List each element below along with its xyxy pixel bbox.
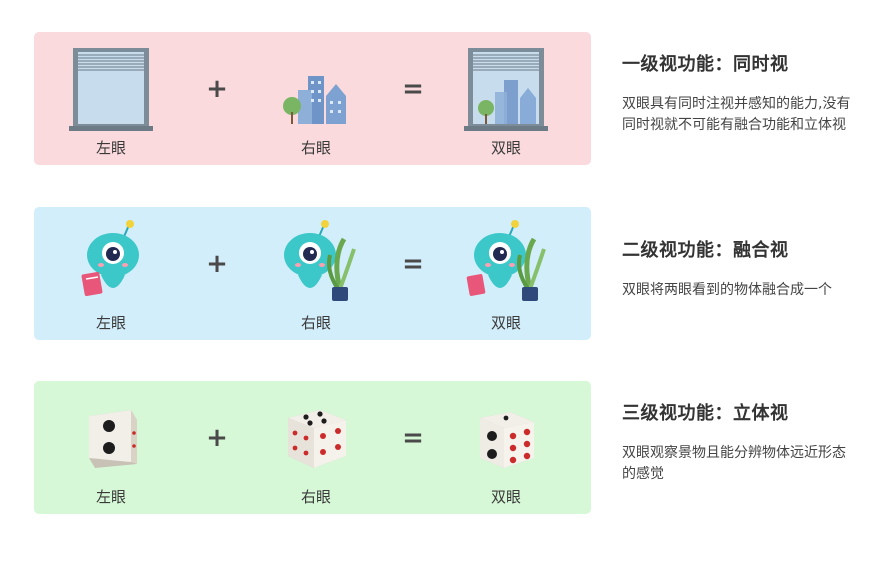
- left-eye-label: 左眼: [95, 488, 126, 506]
- level3-left-eye: 左眼: [66, 381, 156, 514]
- mascot-with-book-icon: [66, 219, 156, 309]
- level1-both-eyes: 双眼: [461, 32, 551, 165]
- level3-title: 三级视功能：立体视: [622, 403, 789, 424]
- both-eyes-label: 双眼: [490, 488, 521, 506]
- both-eyes-label: 双眼: [490, 314, 521, 332]
- level1-right-eye: 右眼: [271, 32, 361, 165]
- level1-description: 一级视功能：同时视 双眼具有同时注视并感知的能力,没有同时视就不可能有融合功能和…: [622, 50, 852, 136]
- level2-description: 二级视功能：融合视 双眼将两眼看到的物体融合成一个: [622, 236, 852, 301]
- equals-sign: =: [402, 249, 424, 279]
- dice-icon: [66, 393, 156, 483]
- level1-panel: 左眼 + 右眼 =: [34, 32, 591, 165]
- right-eye-label: 右眼: [300, 314, 331, 332]
- plus-sign: +: [206, 423, 228, 453]
- level3-text: 双眼观察景物且能分辨物体远近形态的感觉: [622, 445, 846, 482]
- plus-sign: +: [206, 249, 228, 279]
- mascot-with-plant-icon: [271, 219, 361, 309]
- mascot-with-book-and-plant-icon: [461, 219, 551, 309]
- level3-description: 三级视功能：立体视 双眼观察景物且能分辨物体远近形态的感觉: [622, 399, 852, 485]
- level1-left-eye: 左眼: [66, 32, 156, 165]
- left-eye-label: 左眼: [95, 314, 126, 332]
- dice-icon: [271, 393, 361, 483]
- window-icon: [66, 44, 156, 134]
- level2-panel: 左眼 + 右眼 =: [34, 207, 591, 340]
- level2-right-eye: 右眼: [271, 207, 361, 340]
- dice-3d-icon: [461, 393, 551, 483]
- both-eyes-label: 双眼: [490, 139, 521, 157]
- level3-right-eye: 右眼: [271, 381, 361, 514]
- right-eye-label: 右眼: [300, 488, 331, 506]
- right-eye-label: 右眼: [300, 139, 331, 157]
- level2-text: 双眼将两眼看到的物体融合成一个: [622, 282, 832, 298]
- left-eye-label: 左眼: [95, 139, 126, 157]
- level1-text: 双眼具有同时注视并感知的能力,没有同时视就不可能有融合功能和立体视: [622, 96, 851, 133]
- level3-both-eyes: 双眼: [461, 381, 551, 514]
- level2-left-eye: 左眼: [66, 207, 156, 340]
- level3-panel: 左眼 + 右眼 =: [34, 381, 591, 514]
- level1-title: 一级视功能：同时视: [622, 54, 789, 75]
- window-with-buildings-icon: [461, 44, 551, 134]
- equals-sign: =: [402, 423, 424, 453]
- plus-sign: +: [206, 74, 228, 104]
- equals-sign: =: [402, 74, 424, 104]
- level2-both-eyes: 双眼: [461, 207, 551, 340]
- buildings-icon: [271, 44, 361, 134]
- level2-title: 二级视功能：融合视: [622, 240, 789, 261]
